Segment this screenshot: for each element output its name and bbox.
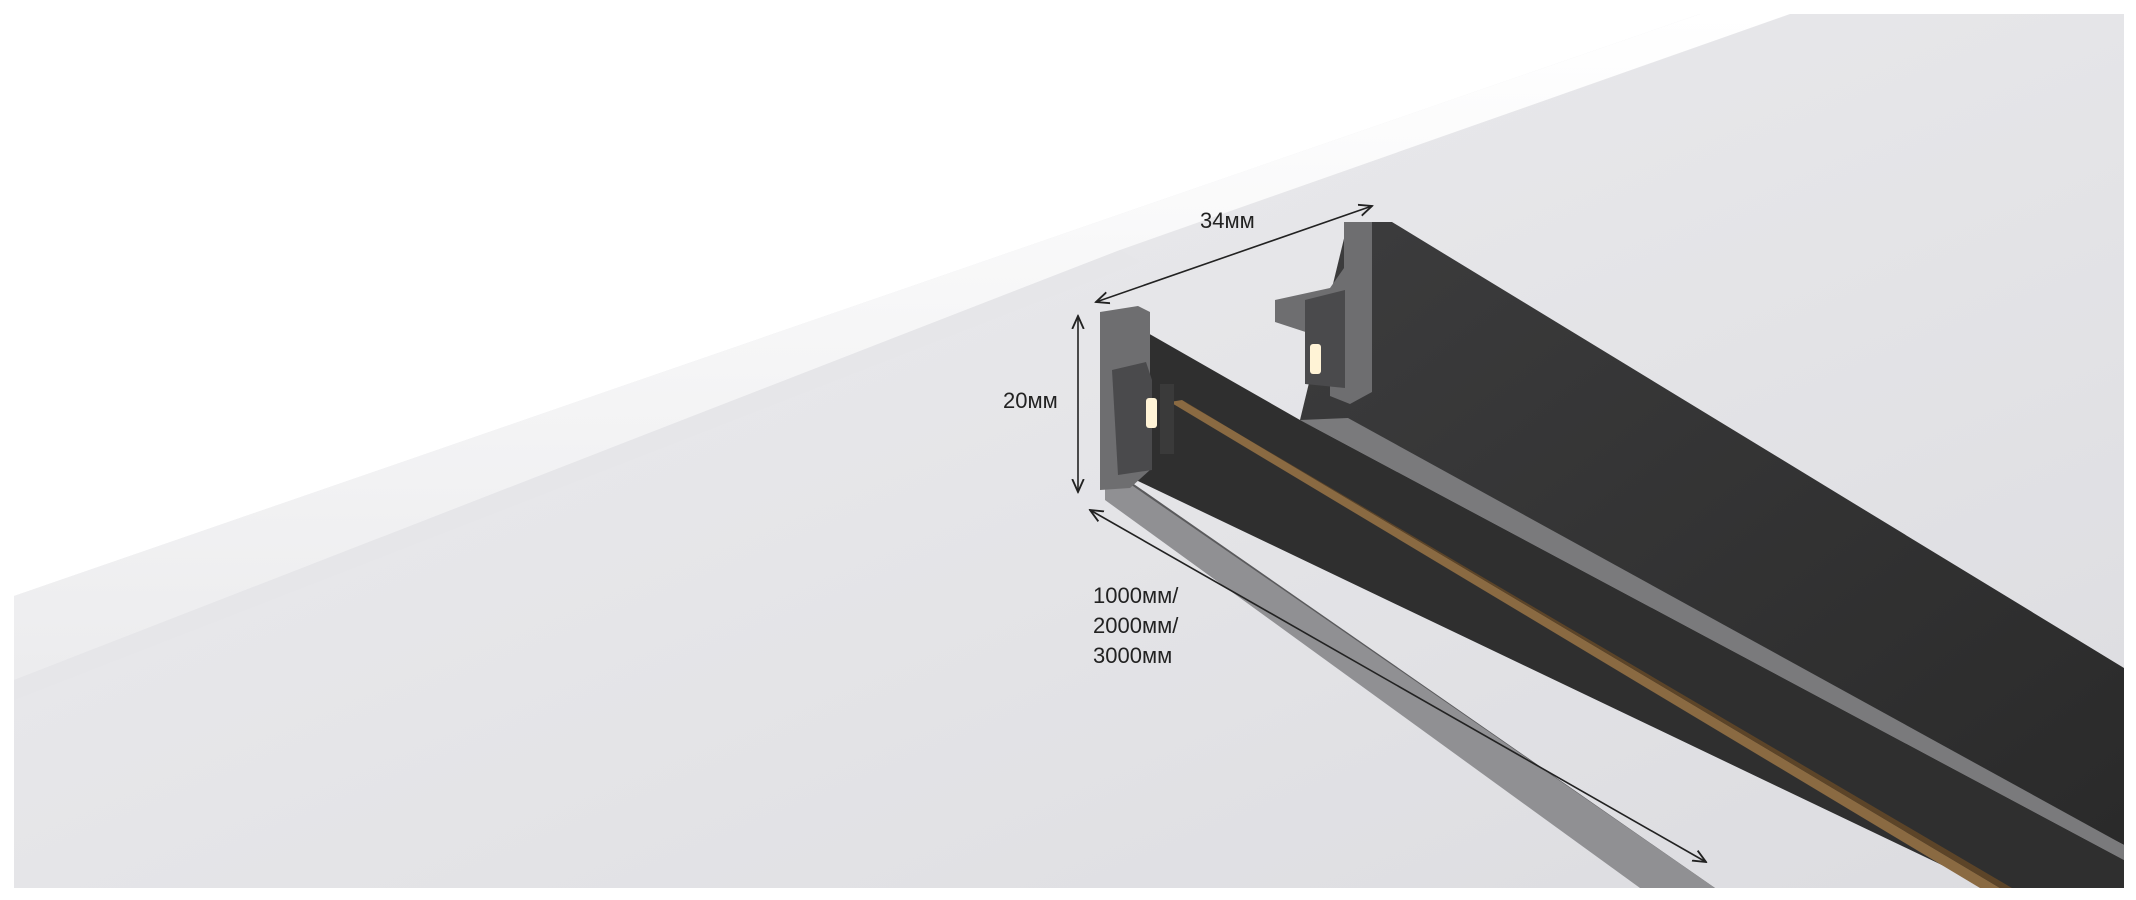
length-label: 1000мм/ 2000мм/ 3000мм — [1093, 581, 1178, 671]
led-indicator — [1146, 398, 1157, 428]
led-indicator — [1310, 344, 1321, 374]
height-label: 20мм — [1003, 388, 1058, 413]
dimension-lines — [1078, 206, 1706, 862]
length-label-line: 1000мм/ — [1093, 583, 1179, 608]
length-dimension-line — [1090, 510, 1706, 862]
length-label-line: 2000мм/ — [1093, 613, 1179, 638]
length-label-line: 3000мм — [1093, 643, 1173, 668]
track-right-wall — [1300, 222, 2124, 845]
width-label: 34мм — [1200, 208, 1255, 233]
width-dimension-line — [1096, 206, 1372, 302]
profile-end-left — [1100, 306, 1174, 490]
